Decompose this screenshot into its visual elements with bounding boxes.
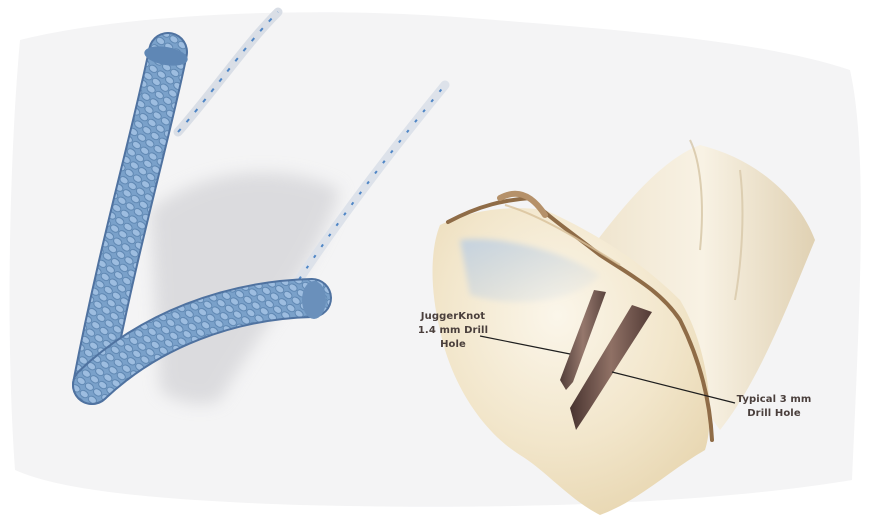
typical-line-2: Drill Hole (724, 407, 824, 421)
juggerknot-line-2: 1.4 mm Drill (413, 324, 493, 338)
juggerknot-line-3: Hole (413, 338, 493, 352)
typical-callout: Typical 3 mm Drill Hole (724, 393, 824, 421)
juggerknot-line-1: JuggerKnot (413, 310, 493, 324)
typical-line-1: Typical 3 mm (724, 393, 824, 407)
juggerknot-callout: JuggerKnot 1.4 mm Drill Hole (413, 310, 493, 352)
